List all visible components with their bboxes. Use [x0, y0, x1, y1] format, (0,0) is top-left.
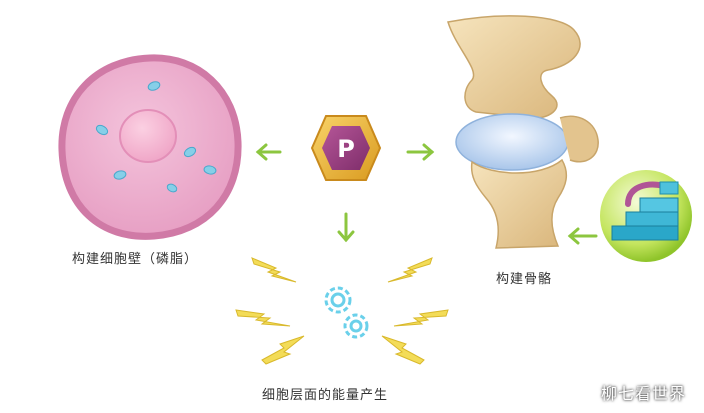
- lightning-bolt-icon: [393, 309, 449, 327]
- arrow-right: [406, 143, 435, 161]
- lightning-bolt-icon: [251, 257, 297, 283]
- stairs-step-icon: [600, 170, 692, 262]
- organelles: [95, 81, 217, 193]
- gear-icon: [343, 313, 369, 339]
- lightning-bolt-icon: [381, 335, 425, 365]
- cell-wall-label: 构建细胞壁（磷脂）: [72, 252, 199, 267]
- phosphorus-symbol: P: [337, 135, 355, 163]
- knee-joint-icon: [447, 15, 599, 249]
- arrow-left: [255, 143, 282, 161]
- lightning-bolt-icon: [387, 257, 433, 283]
- bone-label: 构建骨骼: [496, 272, 553, 287]
- gear-icon: [324, 286, 352, 314]
- watermark-text: 柳七看世界: [601, 384, 687, 403]
- lightning-bolts: [235, 257, 449, 365]
- energy-label: 细胞层面的能量产生: [262, 388, 389, 403]
- arrow-from-badge: [567, 227, 598, 245]
- lightning-bolt-icon: [261, 335, 305, 365]
- phosphorus-hexagon-icon: P: [310, 115, 382, 181]
- lightning-bolt-icon: [235, 309, 291, 327]
- arrow-down: [337, 212, 355, 243]
- cell-icon: [58, 54, 242, 240]
